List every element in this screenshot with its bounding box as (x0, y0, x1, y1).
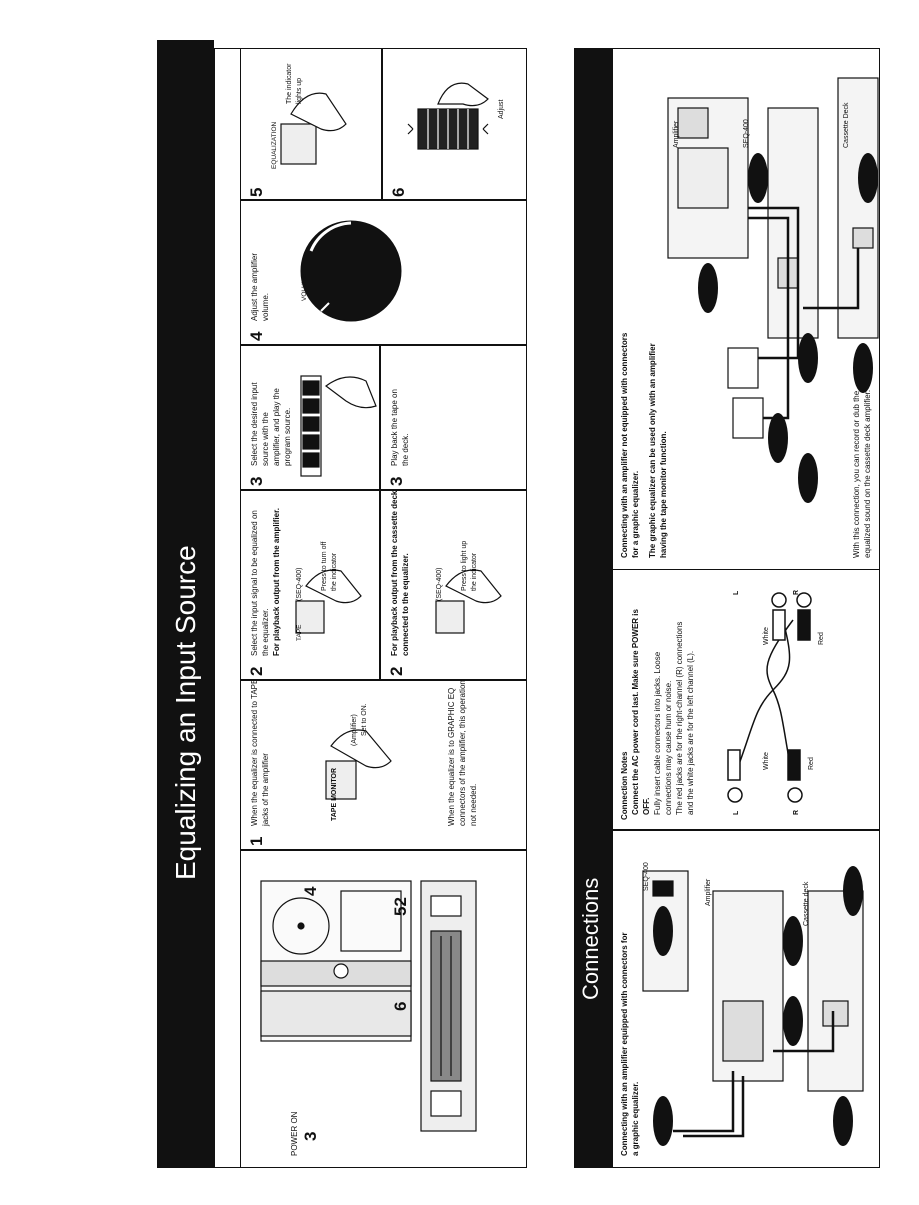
overview-cell: POWER ON 3 4 6 52 (240, 850, 527, 1168)
step-2a-text2: the equalizer. (261, 608, 270, 656)
R-label-right: R (793, 589, 800, 595)
step-2a-number: 2 (247, 666, 266, 676)
note-1b: OFF. (642, 797, 651, 815)
top-title-band (157, 40, 214, 1168)
red-label-left: Red (808, 757, 815, 770)
power-on-label: POWER ON (290, 1111, 299, 1156)
note-2a: Fully insert cable connectors into jacks… (653, 651, 662, 815)
step-3b-number: 3 (387, 476, 406, 486)
step-2b-text1: For playback output from the cassette de… (390, 490, 399, 656)
step-1-set-on: Set to ON. (361, 703, 368, 736)
step-1-text-line2: jacks of the amplifier (261, 753, 270, 826)
rca-cable-illustration (727, 592, 812, 803)
step-3b-cell: 3 Play back the tape on the deck. (380, 345, 527, 490)
overview-num-52: 52 (391, 897, 410, 916)
step-1-amplifier-label: (Amplifier) (351, 714, 358, 746)
step-2a-cell: 2 Select the input signal to be equalize… (240, 490, 380, 680)
L-label-left: L (733, 810, 740, 815)
step-1-number: 1 (247, 836, 266, 846)
step-1-text-line1: When the equalizer is connected to TAPE (250, 680, 259, 826)
step-2b-model: (SEQ-400) (436, 567, 443, 601)
conn-right-cassette: Cassette Deck (843, 102, 850, 148)
volume-label: VOLUME (301, 273, 308, 301)
step-2b-text2: connected to the equalizer. (401, 553, 410, 656)
slider-adjust-illustration (407, 82, 489, 150)
stereo-system-illustration (260, 880, 477, 1132)
overview-num-3: 3 (301, 1131, 320, 1141)
step-2a-text1: Select the input signal to be equalized … (250, 510, 259, 656)
step-3b-text2: the deck. (401, 433, 410, 466)
connection-without-eq-cell: Connecting with an amplifier not equippe… (612, 48, 880, 570)
conn-left-heading1: Connecting with an amplifier equipped wi… (620, 932, 629, 1156)
step-1-note-line1: When the equalizer is to GRAPHIC EQ (447, 687, 456, 826)
step-2b-press1: Press to light up (461, 540, 468, 591)
connections-title: Connections (578, 877, 603, 1000)
step-1-cell: 1 When the equalizer is connected to TAP… (240, 680, 527, 850)
equalization-button-illustration (280, 92, 347, 165)
step-2a-press2: the indicator (331, 552, 338, 591)
step-4-text1: Adjust the amplifier (250, 252, 259, 321)
step-5-cell: 5 EQUALIZATION The indicator lights up (240, 48, 382, 200)
step-2b-cell: 2 For playback output from the cassette … (380, 490, 527, 680)
step-1-note-line3: not needed. (469, 783, 478, 826)
connection-diagram-without-eq (667, 77, 879, 503)
connection-diagram-with-eq (642, 866, 864, 1146)
note-1a: Connect the AC power cord last. Make sur… (631, 609, 640, 815)
tape-monitor-button-illustration (325, 729, 392, 800)
conn-left-seq: SEQ-400 (643, 862, 650, 891)
conn-left-amplifier: Amplifier (705, 878, 712, 906)
notes-title: Connection Notes (620, 751, 629, 820)
overview-num-6: 6 (391, 1001, 410, 1011)
tape-label: TAPE (296, 624, 303, 642)
conn-right-seq: SEQ-400 (743, 119, 750, 148)
white-label-left: White (763, 752, 770, 770)
conn-right-footer1: With this connection, you can record or … (852, 390, 861, 558)
tape-monitor-label: TAPE MONITOR (331, 767, 338, 821)
tape-button-illustration (295, 569, 362, 634)
conn-right-heading2: for a graphic equalizer. (631, 470, 640, 558)
indicator-lights-line2: lights up (296, 77, 303, 104)
adjust-label: Adjust (498, 99, 505, 119)
step-3a-text1: Select the desired input (250, 382, 259, 466)
step-5-number: 5 (247, 187, 266, 197)
step-2b-number: 2 (387, 666, 406, 676)
step-3a-text2: source with the (261, 412, 270, 466)
step-4-number: 4 (247, 331, 266, 341)
step-1-note-line2: connectors of the amplifier, this operat… (458, 680, 467, 826)
conn-left-cassette: Cassette deck (803, 881, 810, 926)
equalization-label: EQUALIZATION (271, 121, 278, 169)
indicator-lights-line1: The indicator (286, 63, 293, 104)
step-6-cell: 6 Adjust (382, 48, 527, 200)
conn-right-heading1: Connecting with an amplifier not equippe… (620, 332, 629, 558)
overview-num-4: 4 (301, 886, 320, 896)
conn-right-sub1: The graphic equalizer can be used only w… (648, 343, 657, 558)
page-title: Equalizing an Input Source (170, 545, 201, 880)
step-4-text2: volume. (261, 292, 270, 321)
conn-right-footer2: equalized sound on the cassette deck amp… (863, 389, 872, 558)
conn-right-amplifier: Amplifier (673, 120, 680, 148)
step-2a-text3: For playback output from the amplifier. (272, 507, 281, 656)
R-label-left: R (793, 809, 800, 815)
step-6-number: 6 (389, 187, 408, 197)
step-3a-text3: amplifier, and play the (272, 388, 281, 466)
white-label-right: White (763, 627, 770, 645)
L-label-right: L (733, 590, 740, 595)
connections-title-band (574, 48, 612, 1168)
step-2b-press2: the indicator (471, 552, 478, 591)
step-3a-cell: 3 Select the desired input source with t… (240, 345, 380, 490)
step-3a-number: 3 (247, 476, 266, 486)
step-2a-model: (SEQ-400) (296, 567, 303, 601)
connection-notes-cell: Connection Notes Connect the AC power co… (612, 570, 880, 830)
step-2a-press1: Press to turn off (321, 541, 328, 591)
step-3b-text1: Play back the tape on (390, 389, 399, 466)
connection-with-eq-cell: Connecting with an amplifier equipped wi… (612, 830, 880, 1168)
step-4-cell: 4 Adjust the amplifier volume. VOLUME (240, 200, 527, 345)
red-label-right: Red (818, 632, 825, 645)
seq-button-illustration (435, 569, 502, 634)
input-selector-illustration (300, 375, 377, 477)
volume-knob-icon (300, 220, 402, 322)
